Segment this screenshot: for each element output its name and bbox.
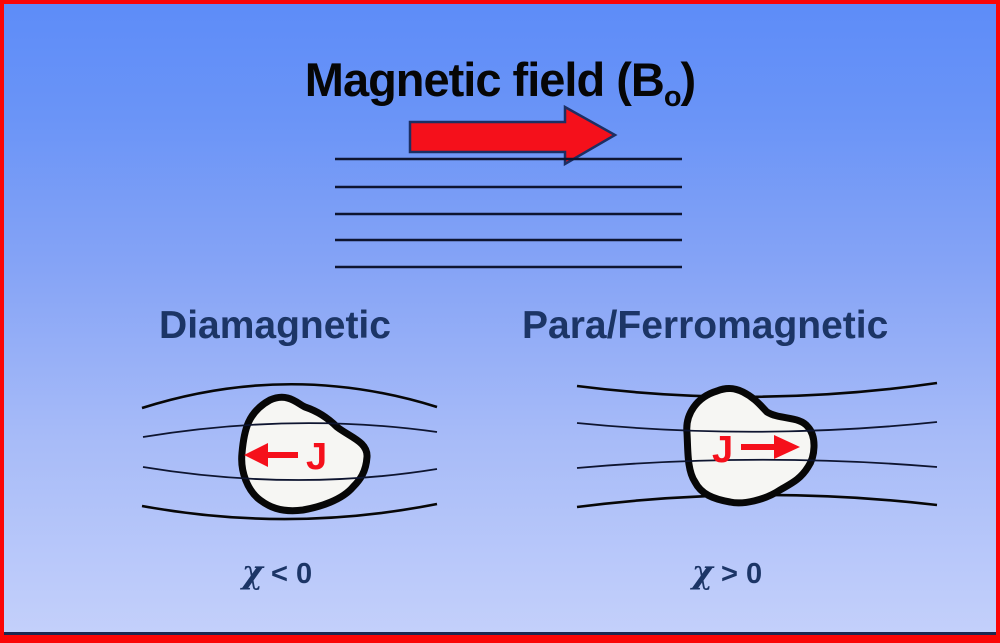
curved-field-line bbox=[576, 458, 938, 469]
heading-para-ferromagnetic: Para/Ferromagnetic bbox=[522, 304, 889, 347]
diamagnetic-diagram: J bbox=[141, 382, 438, 521]
current-label: J bbox=[306, 436, 327, 478]
slide-title: Magnetic field (Bo) bbox=[0, 52, 1000, 114]
bottom-accent-line bbox=[0, 632, 1000, 635]
field-lines-group bbox=[335, 157, 682, 269]
curved-field-line bbox=[576, 381, 938, 399]
field-direction-arrow-icon bbox=[408, 104, 618, 167]
curved-field-line bbox=[576, 421, 938, 433]
susceptibility-label-diamagnetic: χ < 0 bbox=[212, 553, 342, 591]
heading-diamagnetic: Diamagnetic bbox=[159, 304, 391, 347]
curved-field-line bbox=[142, 466, 438, 481]
current-arrow-right-icon bbox=[774, 435, 800, 459]
slide-border-left bbox=[0, 0, 4, 643]
curved-field-line bbox=[142, 422, 438, 438]
para-ferromagnetic-diagram: J bbox=[576, 381, 938, 509]
title-main: Magnetic field (B bbox=[304, 53, 665, 106]
susceptibility-label-para-ferromagnetic: χ > 0 bbox=[662, 553, 792, 591]
title-subscript: o bbox=[663, 81, 682, 113]
current-label: J bbox=[712, 429, 733, 471]
chi-relation: < 0 bbox=[270, 558, 313, 590]
field-direction-arrow-shape bbox=[408, 104, 618, 167]
chi-symbol: χ bbox=[691, 553, 713, 591]
slide-border-right bbox=[996, 0, 1000, 643]
slide-border-top bbox=[0, 0, 1000, 4]
current-arrow-left-icon bbox=[244, 443, 268, 467]
chi-relation: > 0 bbox=[720, 558, 763, 590]
diamagnetic-sample-blob bbox=[238, 393, 371, 515]
slide-border-bottom bbox=[0, 635, 1000, 643]
title-suffix: ) bbox=[680, 53, 697, 106]
chi-symbol: χ bbox=[241, 553, 263, 591]
curved-field-line bbox=[141, 502, 438, 521]
curved-field-line bbox=[141, 382, 438, 410]
